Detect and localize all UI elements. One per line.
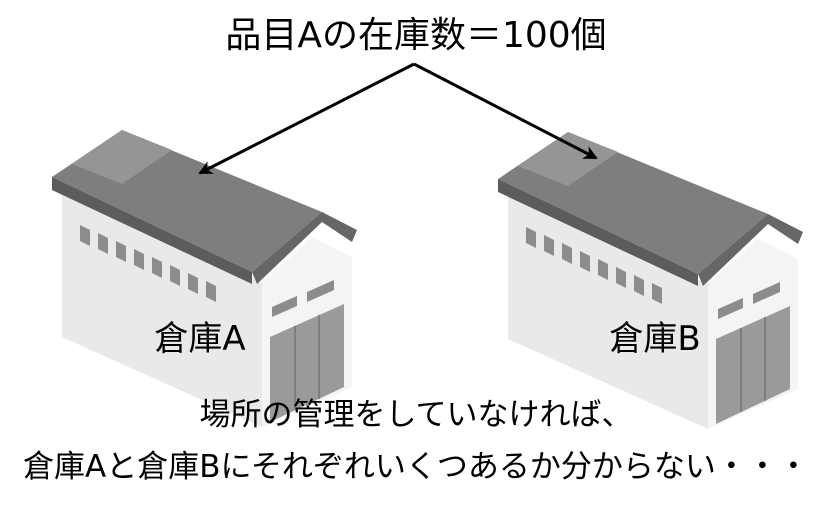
warehouse-a-illustration: [51, 129, 358, 428]
arrow-to-warehouse-b: [413, 62, 598, 160]
inventory-arrows: [198, 62, 598, 175]
warehouse-b-illustration: [497, 131, 804, 430]
warehouse-a-label: 倉庫A: [154, 319, 246, 359]
inventory-title: 品目Aの在庫数＝100個: [225, 15, 607, 56]
caption-line-1: 場所の管理をしていなければ、: [199, 397, 633, 433]
warehouse-b-label: 倉庫B: [609, 319, 701, 359]
caption-line-2: 倉庫Aと倉庫Bにそれぞれいくつあるか分からない・・・: [23, 449, 809, 485]
arrow-to-warehouse-a: [198, 62, 415, 175]
